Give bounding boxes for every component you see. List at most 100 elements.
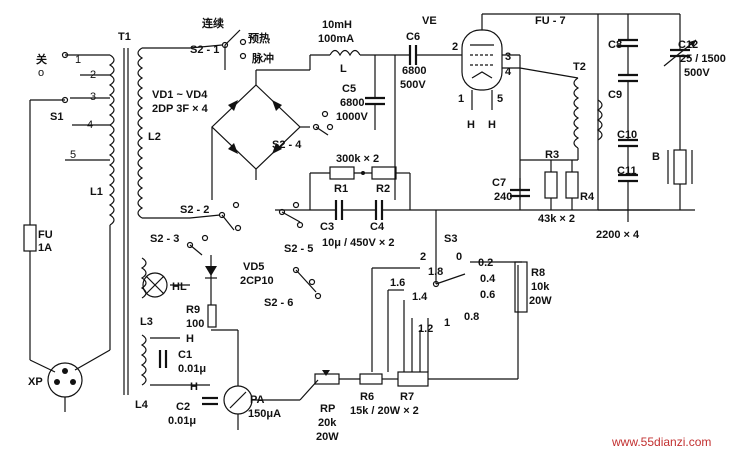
primary-winding (65, 54, 115, 350)
pa-value: 150μA (248, 408, 281, 420)
s3-pos-1-6: 1.6 (390, 277, 405, 289)
r34-value: 43k × 2 (538, 213, 575, 225)
resistors-r1-r2 (309, 166, 411, 210)
l3-label: L3 (140, 316, 153, 328)
c12-voltage: 500V (684, 67, 710, 79)
off-label: 关 (36, 52, 47, 66)
capacitor-c5 (365, 55, 385, 130)
c1-value: 0.01μ (178, 363, 206, 375)
s3-rotary-switch (371, 210, 528, 372)
c7-r3-r4 (510, 159, 579, 210)
r9-label: R9 (186, 304, 200, 316)
c11-label: C11 (617, 165, 637, 177)
tap-2-label: 2 (90, 69, 96, 81)
vd-type-label: 2DP 3F × 4 (152, 103, 209, 115)
inductor-l (309, 49, 410, 70)
pulse-label: 脉冲 (251, 51, 274, 65)
s3-pos-1-4: 1.4 (412, 291, 428, 303)
fu7-label: FU - 7 (535, 15, 566, 27)
r8-value: 10k (531, 281, 550, 293)
c6-value: 6800 (402, 65, 426, 77)
s3-pos-0-2: 0.2 (478, 257, 493, 269)
c2-value: 0.01μ (168, 415, 196, 427)
r7-label: R7 (400, 391, 414, 403)
h-c2-label: H (190, 381, 198, 393)
c5-label: C5 (342, 83, 356, 95)
continuous-label: 连续 (202, 16, 224, 30)
preheat-label: 预热 (248, 31, 270, 45)
s2-3-switch-and-lamp (140, 234, 209, 299)
b-label: B (652, 151, 660, 163)
r9-value: 100 (186, 318, 204, 330)
pin-3-label: 3 (505, 51, 511, 63)
c5-value: 6800 (340, 97, 364, 109)
c1-label: C1 (178, 349, 192, 361)
c7-value: 240 (494, 191, 512, 203)
r8-label: R8 (531, 267, 545, 279)
heater-h-left: H (467, 119, 475, 131)
l-label: L (340, 63, 347, 75)
s2-3-label: S2 - 3 (150, 233, 179, 245)
s3-pos-0: 0 (456, 251, 462, 263)
c12-range: 25 / 1500 (680, 53, 726, 65)
s2-5-label: S2 - 5 (284, 243, 313, 255)
l1-label: L1 (90, 186, 103, 198)
pin-1-label: 1 (458, 93, 464, 105)
s2-2-label: S2 - 2 (180, 204, 209, 216)
c3-label: C3 (320, 221, 334, 233)
plug-xp (29, 349, 111, 412)
l2-label: L2 (148, 131, 161, 143)
l4-label: L4 (135, 399, 149, 411)
r4-label: R4 (580, 191, 595, 203)
inductor-current: 100mA (318, 33, 354, 45)
t2-label: T2 (573, 61, 586, 73)
fu-rating: 1A (38, 242, 52, 254)
heater-h-right: H (488, 119, 496, 131)
watermark: www.55dianzi.com (611, 435, 711, 449)
c7-label: C7 (492, 177, 506, 189)
rp-power: 20W (316, 431, 339, 443)
r8-power: 20W (529, 295, 552, 307)
tap-1-label: 1 (75, 54, 81, 66)
bridge-rectifier (211, 69, 310, 200)
s2-6-switch (292, 266, 322, 300)
s1-label: S1 (50, 111, 63, 123)
c4-label: C4 (370, 221, 385, 233)
vd-range-label: VD1 ~ VD4 (152, 89, 208, 101)
t1-core (123, 48, 129, 395)
s3-pos-0-6: 0.6 (480, 289, 495, 301)
s2-1-switch (189, 29, 247, 70)
inductor-value: 10mH (322, 19, 352, 31)
r6-label: R6 (360, 391, 374, 403)
c5-voltage: 1000V (336, 111, 368, 123)
rp-label: RP (320, 403, 335, 415)
s2-2-switch (189, 201, 242, 232)
tap-3-label: 3 (90, 91, 96, 103)
s3-label: S3 (444, 233, 457, 245)
s3-pos-1-2: 1.2 (418, 323, 433, 335)
c1-c2-l4-meter (140, 329, 253, 430)
s2-4-label: S2 - 4 (272, 139, 302, 151)
tap-5-label: 5 (70, 149, 76, 161)
r67-value: 15k / 20W × 2 (350, 405, 419, 417)
vd5-type: 2CP10 (240, 275, 274, 287)
rp-value: 20k (318, 417, 337, 429)
transformer-t2 (519, 14, 603, 210)
s3-pos-2: 2 (420, 251, 426, 263)
pin-2-label: 2 (452, 41, 458, 53)
s3-pos-1-8: 1.8 (428, 266, 443, 278)
c-group-value: 2200 × 4 (596, 229, 640, 241)
c6-voltage: 500V (400, 79, 426, 91)
c8-label: C8 (608, 39, 622, 51)
r1-label: R1 (334, 183, 348, 195)
s3-pos-0-4: 0.4 (480, 273, 496, 285)
c9-label: C9 (608, 89, 622, 101)
r-pair-label: 300k × 2 (336, 153, 379, 165)
vd5-r9 (205, 255, 217, 328)
tube-fu7 (461, 13, 680, 110)
rp-r6-r7 (252, 265, 519, 401)
s3-pos-1: 1 (444, 317, 450, 329)
s2-4-switch (312, 110, 334, 136)
hl-label: HL (172, 281, 187, 293)
